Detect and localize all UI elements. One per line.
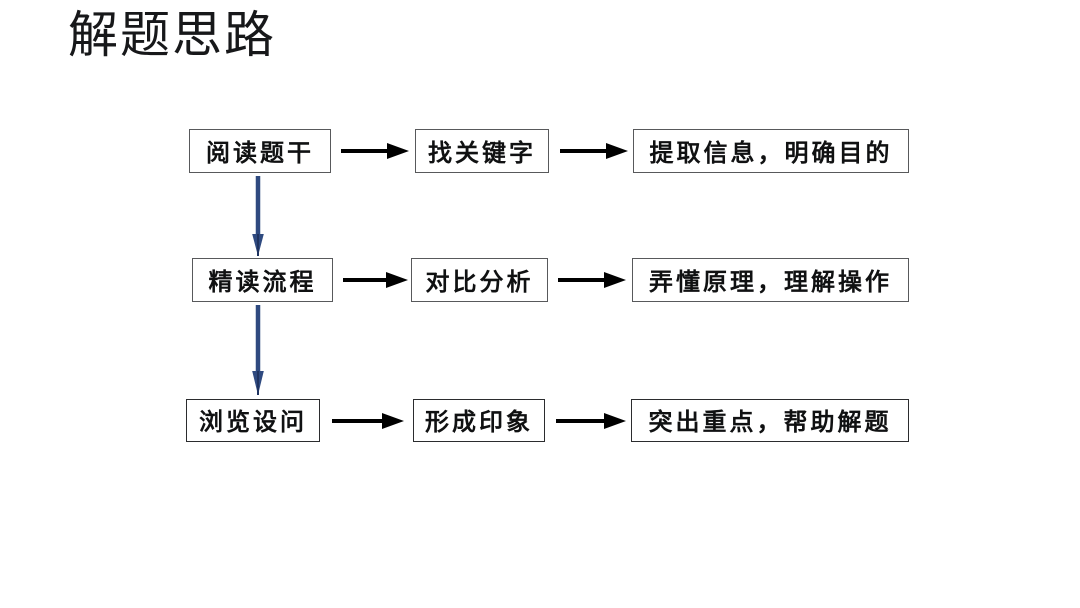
flow-node-label: 突出重点，帮助解题 xyxy=(648,407,892,436)
flow-node-label: 浏览设问 xyxy=(199,407,307,436)
flow-node-label: 对比分析 xyxy=(425,266,534,296)
flow-node-label: 找关键字 xyxy=(428,137,536,167)
flow-node-r3c3[interactable]: 突出重点，帮助解题 xyxy=(631,399,909,442)
arrow-right-icon-r3-2 xyxy=(556,411,626,431)
flow-node-label: 弄懂原理，理解操作 xyxy=(649,266,892,296)
flow-node-label: 提取信息，明确目的 xyxy=(649,137,893,167)
flow-node-label: 形成印象 xyxy=(425,407,533,436)
arrow-right-icon-r1-1 xyxy=(341,141,409,161)
flow-node-r1c3[interactable]: 提取信息，明确目的 xyxy=(633,129,909,173)
flow-node-r3c2[interactable]: 形成印象 xyxy=(413,399,545,442)
flow-node-r3c1[interactable]: 浏览设问 xyxy=(186,399,320,442)
flow-node-label: 精读流程 xyxy=(208,266,317,296)
arrow-right-icon-r2-1 xyxy=(343,270,408,290)
page-title: 解题思路 xyxy=(68,6,276,64)
flow-node-r1c1[interactable]: 阅读题干 xyxy=(189,129,331,173)
arrow-down-icon-v1 xyxy=(249,176,267,256)
flow-node-r2c3[interactable]: 弄懂原理，理解操作 xyxy=(632,258,909,302)
arrow-right-icon-r3-1 xyxy=(332,411,404,431)
flow-node-label: 阅读题干 xyxy=(206,137,314,167)
arrow-right-icon-r1-2 xyxy=(560,141,628,161)
flow-node-r2c2[interactable]: 对比分析 xyxy=(411,258,548,302)
flow-node-r1c2[interactable]: 找关键字 xyxy=(415,129,549,173)
arrow-down-icon-v2 xyxy=(249,305,267,395)
flow-node-r2c1[interactable]: 精读流程 xyxy=(192,258,333,302)
arrow-right-icon-r2-2 xyxy=(558,270,626,290)
